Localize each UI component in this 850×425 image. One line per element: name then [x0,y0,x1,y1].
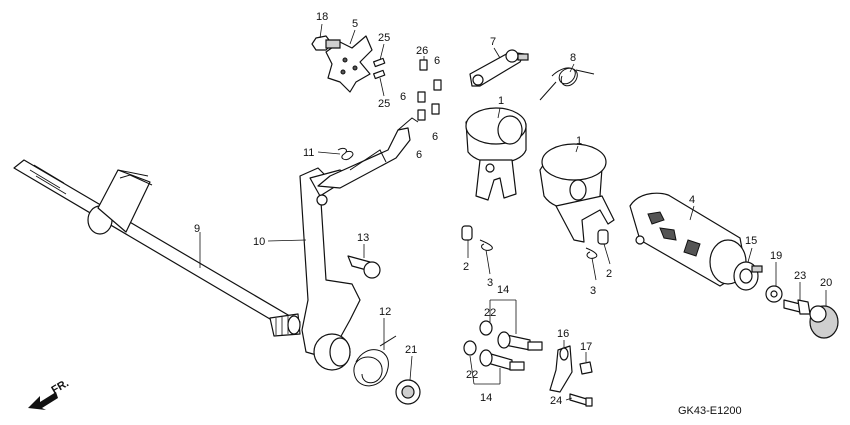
callout-13: 13 [357,232,369,244]
callout-22-top: 22 [484,307,496,319]
callout-6-d: 6 [416,149,422,161]
oil-seal-21 [395,379,421,405]
callout-12: 12 [379,306,391,318]
callout-20: 20 [820,277,832,289]
callout-17: 17 [580,341,592,353]
drum-center-plate [325,35,373,93]
flange-bolt-18 [311,35,341,51]
nut-17 [579,361,593,375]
washer-19 [765,285,783,303]
callout-7: 7 [490,36,496,48]
front-direction-arrow: FR. [28,377,71,410]
stopper-arm-spring [539,67,595,101]
return-spring-12 [353,335,397,387]
callout-25-bottom: 25 [378,98,390,110]
callout-3-left: 3 [487,277,493,289]
front-direction-label: FR. [50,377,71,396]
callout-5: 5 [352,18,358,30]
spring-11 [337,147,354,161]
callout-22-bottom: 22 [466,369,478,381]
callout-11: 11 [303,147,314,159]
gearshift-spindle [13,159,301,337]
callout-2-left: 2 [463,261,469,273]
collar-13 [347,255,381,279]
drum-stopper-arm [469,49,529,87]
callout-21: 21 [405,344,417,356]
callout-6-a: 6 [434,55,440,67]
diagram-code: GK43-E1200 [678,405,742,417]
callout-23: 23 [794,270,806,282]
callout-25-top: 25 [378,32,390,44]
bolt-23 [783,299,811,315]
callout-8: 8 [570,52,576,64]
dowel-pins-6 [417,59,442,121]
callout-14-bottom: 14 [480,392,492,404]
callout-10: 10 [253,236,265,248]
callout-2-right: 2 [606,268,612,280]
callout-15: 15 [745,235,757,247]
callout-24: 24 [550,395,562,407]
callout-19: 19 [770,250,782,262]
callout-6-b: 6 [400,91,406,103]
shift-drum [629,192,747,287]
cotter-pin-left [479,239,493,251]
leader-lines [199,23,827,401]
callout-18: 18 [316,11,328,23]
callout-26: 26 [416,45,428,57]
shift-fork-right [539,143,615,243]
dowel-pins-25 [373,57,386,80]
callout-1-left: 1 [498,95,504,107]
neutral-switch-cam-15 [733,261,763,291]
cap-20 [809,305,839,339]
guide-pin-right [597,229,609,245]
callout-14-top: 14 [497,284,509,296]
callout-6-c: 6 [432,131,438,143]
bolt-24 [569,393,593,407]
cotter-pin-right [585,247,598,259]
plate-16 [549,345,573,393]
shift-pins-14 [463,320,543,371]
callout-16: 16 [557,328,569,340]
callout-4: 4 [689,194,695,206]
gearshift-arm [299,117,419,371]
shift-fork-left [465,107,527,201]
callout-1-right: 1 [576,135,582,147]
callout-9: 9 [194,223,200,235]
callout-3-right: 3 [590,285,596,297]
guide-pin-left [461,225,473,241]
callout-labels: 18 5 25 25 26 6 6 6 6 7 8 1 1 11 10 9 13… [194,11,832,407]
